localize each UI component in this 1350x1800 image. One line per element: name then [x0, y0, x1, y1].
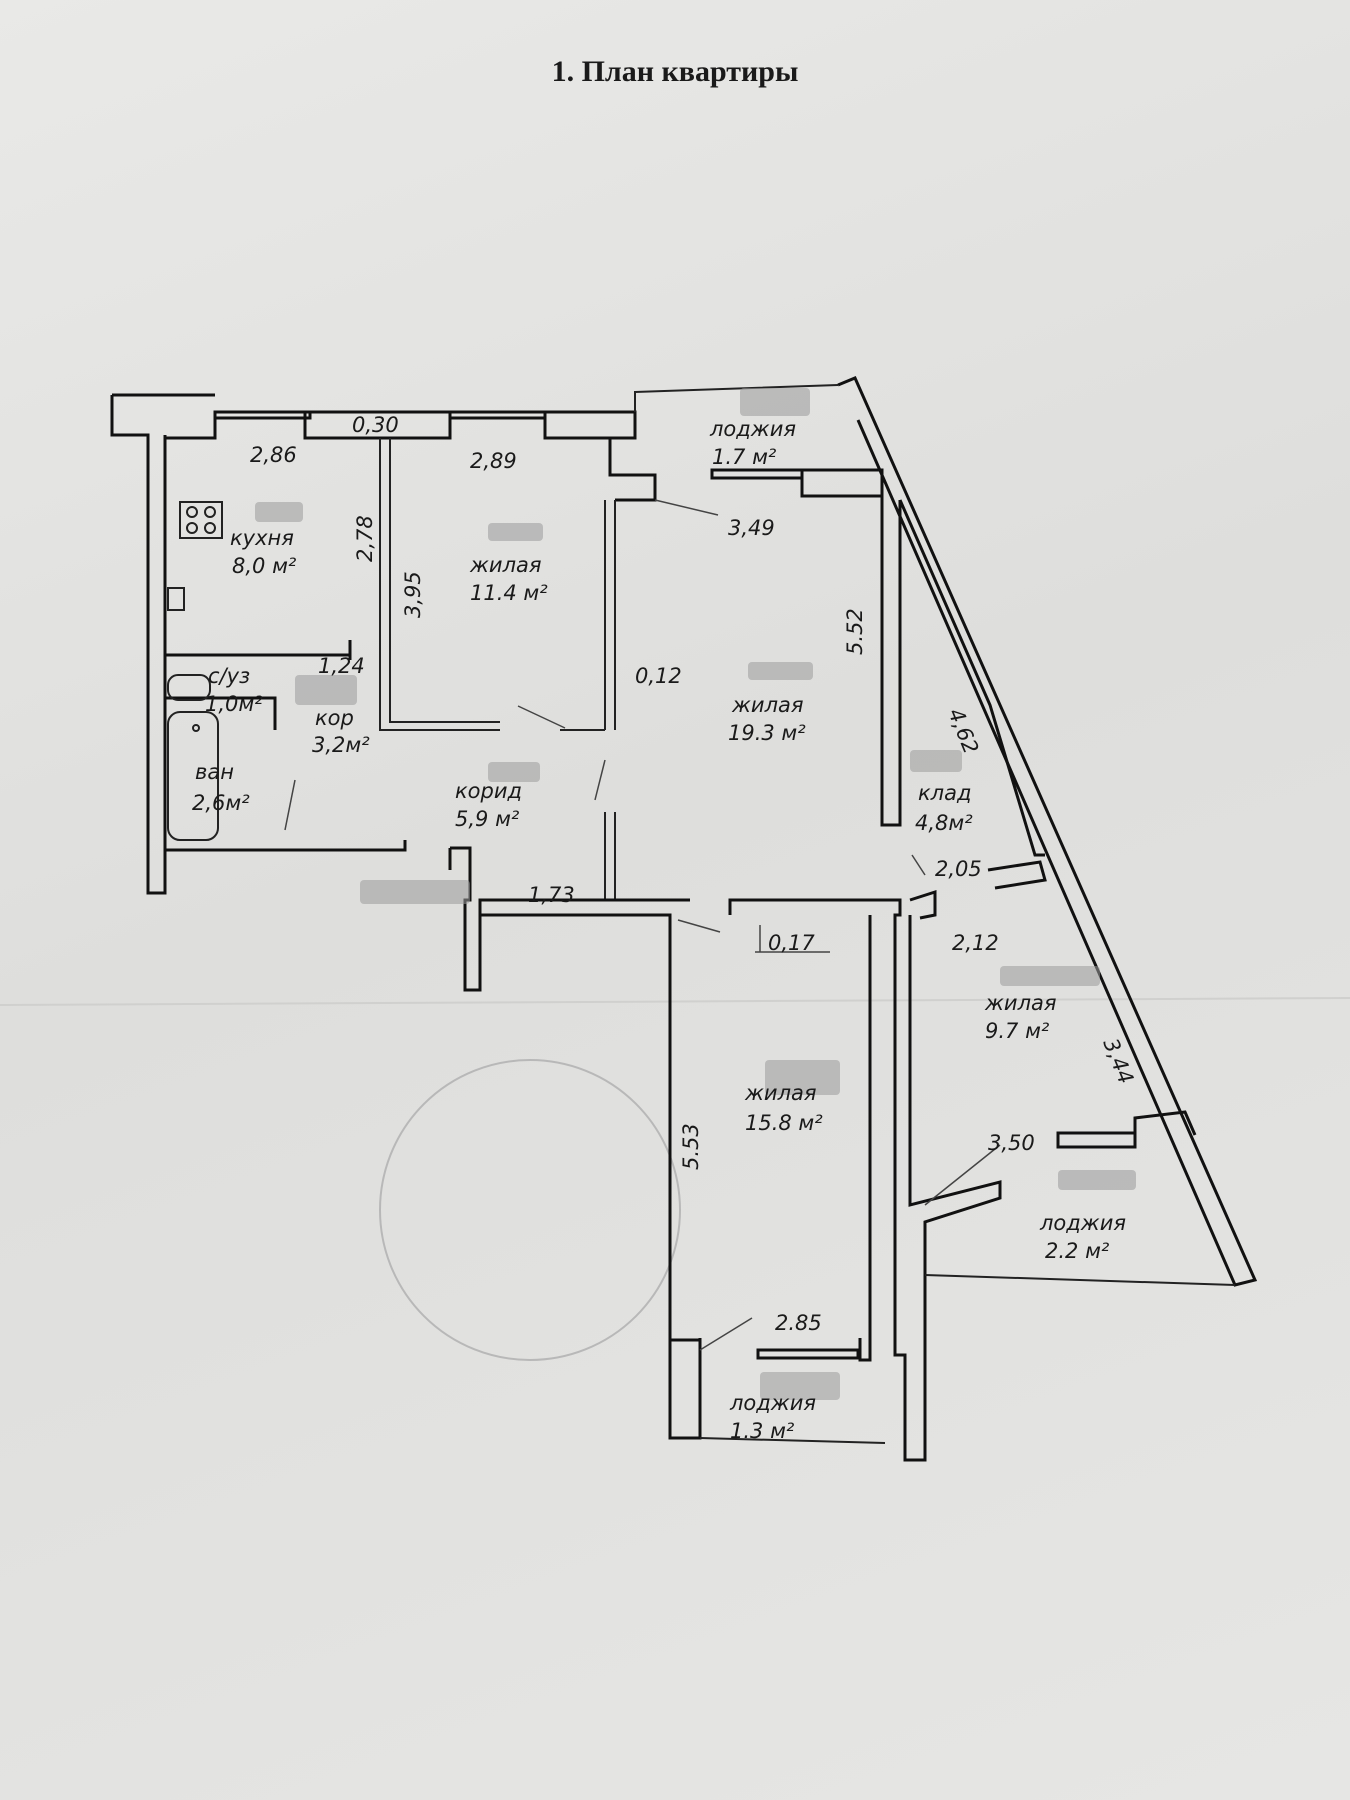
- room-area-living-4: 15.8 м²: [745, 1111, 823, 1135]
- dim-living4-width: 2.85: [775, 1311, 822, 1335]
- room-area-kitchen: 8,0 м²: [232, 554, 297, 578]
- stamp-circle: [379, 1059, 681, 1361]
- room-area-living-3: 9.7 м²: [985, 1019, 1050, 1043]
- stove-icon: [179, 501, 223, 539]
- dim-living4-depth: 5.53: [679, 1123, 703, 1170]
- dim-loggia2-3-50: 3,50: [988, 1131, 1035, 1155]
- room-area-loggia-1: 1.7 м²: [712, 445, 777, 469]
- room-label-living-1: жилая: [469, 553, 542, 577]
- room-area-loggia-2: 2.2 м²: [1045, 1239, 1110, 1263]
- room-area-small-corridor: 3,2м²: [312, 733, 370, 757]
- room-area-living-2: 19.3 м²: [728, 721, 806, 745]
- room-label-loggia-3: лоджия: [729, 1391, 816, 1415]
- document-title: 1. План квартиры: [551, 55, 799, 88]
- dim-living3-width: 2,12: [952, 931, 999, 955]
- room-label-storage: клад: [918, 781, 972, 805]
- room-label-wc: с/уз: [208, 664, 250, 688]
- room-area-wc: 1,0м²: [205, 692, 263, 716]
- dimension-labels: 0,30 2,86 2,89 2,78 3,95 3,49 5.52 0,12 …: [250, 413, 1138, 1335]
- dim-wc-1-24: 1,24: [318, 654, 365, 678]
- dim-partition-0-12: 0,12: [635, 664, 682, 688]
- bathtub-icon: [167, 711, 219, 841]
- dim-wall-0-17: 0,17: [768, 931, 815, 955]
- dim-living1-width: 2,89: [470, 449, 517, 473]
- sink-icon: [167, 587, 185, 611]
- walls: [110, 376, 1258, 1462]
- dim-storage-diagonal: 4,62: [943, 705, 983, 757]
- room-label-small-corridor: кор: [315, 706, 354, 730]
- dim-storage-2-05: 2,05: [935, 857, 982, 881]
- dim-living1-depth: 3,95: [401, 571, 425, 618]
- toilet-icon: [167, 674, 211, 701]
- room-area-corridor: 5,9 м²: [455, 807, 520, 831]
- dimension-leaders: [654, 499, 1001, 1351]
- room-label-living-4: жилая: [744, 1081, 817, 1105]
- fixtures: [167, 501, 223, 841]
- room-label-corridor: корид: [455, 779, 522, 803]
- paper-fold-line: [0, 997, 1350, 1006]
- dim-living2-depth: 5.52: [843, 608, 867, 655]
- bath-drain-icon: [192, 724, 200, 732]
- dim-kitchen-depth: 2,78: [353, 515, 377, 562]
- door-swings: [284, 705, 721, 933]
- room-label-bath: ван: [195, 760, 234, 784]
- room-area-storage: 4,8м²: [915, 811, 973, 835]
- room-label-kitchen: кухня: [230, 526, 294, 550]
- dim-kitchen-width: 2,86: [250, 443, 297, 467]
- dim-living3-diagonal: 3,44: [1098, 1035, 1138, 1087]
- room-label-living-2: жилая: [731, 693, 804, 717]
- redaction-blurs: [255, 388, 1136, 1400]
- dim-window-width: 0,30: [352, 413, 399, 437]
- room-area-living-1: 11.4 м²: [470, 581, 548, 605]
- dim-living2-width: 3,49: [728, 516, 775, 540]
- room-label-loggia-2: лоджия: [1039, 1211, 1126, 1235]
- dim-corridor-1-73: 1,73: [528, 883, 575, 907]
- room-area-loggia-3: 1.3 м²: [730, 1419, 795, 1443]
- room-labels: лоджия 1.7 м² кухня 8,0 м² жилая 11.4 м²…: [192, 417, 1126, 1443]
- room-area-bath: 2,6м²: [192, 791, 250, 815]
- room-label-loggia-1: лоджия: [709, 417, 796, 441]
- room-label-living-3: жилая: [984, 991, 1057, 1015]
